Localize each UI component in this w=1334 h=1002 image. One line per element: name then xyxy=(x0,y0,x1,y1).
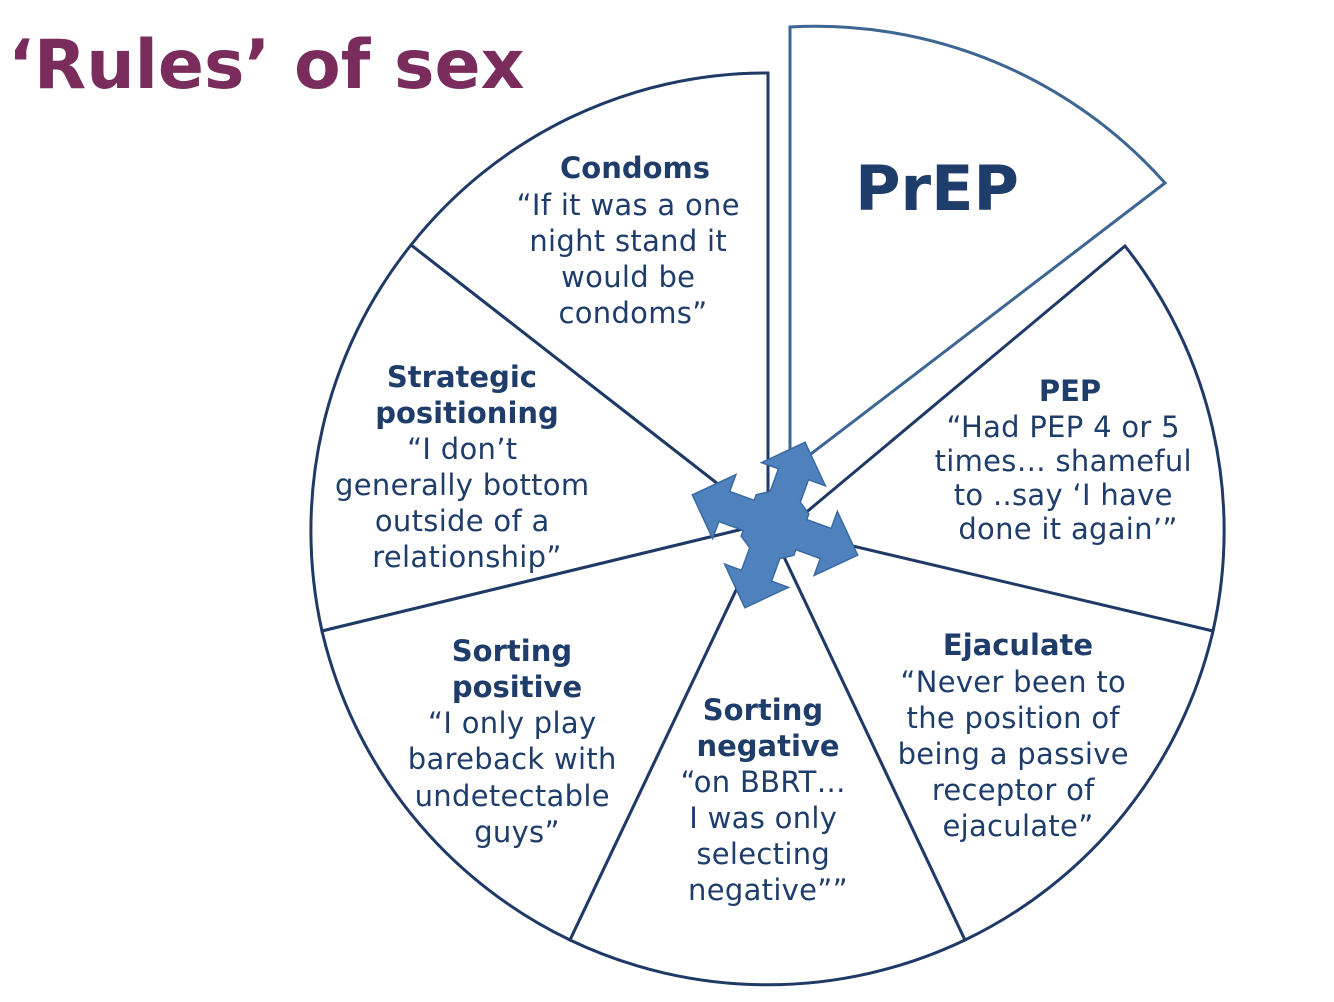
sorting-positive-heading: Sorting positive xyxy=(452,634,582,704)
four-way-arrows-icon xyxy=(691,441,859,609)
sorting-negative-heading: Sorting negative xyxy=(696,693,839,763)
prep-segment xyxy=(788,24,1168,474)
condoms-heading: Condoms xyxy=(560,151,710,185)
condoms-quote: “If it was a one night stand it would be… xyxy=(517,188,750,330)
sorting-positive-segment xyxy=(320,520,771,943)
sorting-positive-quote: “I only play bareback with undetectable … xyxy=(408,706,626,849)
ejaculate-quote: “Never been to the position of being a p… xyxy=(898,665,1139,843)
slide-title: ‘Rules’ of sex xyxy=(8,26,525,105)
strategic-positioning-heading: Strategic positioning xyxy=(375,360,559,430)
strategic-positioning-quote: “I don’t generally bottom outside of a r… xyxy=(335,432,599,574)
sorting-negative-segment xyxy=(568,519,967,987)
strategic-positioning-segment xyxy=(309,242,772,633)
pep-quote: “Had PEP 4 or 5 times… shameful to ..say… xyxy=(935,410,1202,546)
ejaculate-heading: Ejaculate xyxy=(943,628,1093,662)
ejaculate-segment xyxy=(765,520,1215,943)
condoms-segment xyxy=(408,71,770,527)
pep-segment xyxy=(781,243,1226,633)
prep-heading: PrEP xyxy=(855,152,1019,225)
sorting-negative-quote: “on BBRT… I was only selecting negative”… xyxy=(680,765,855,907)
pep-heading: PEP xyxy=(1039,374,1101,408)
